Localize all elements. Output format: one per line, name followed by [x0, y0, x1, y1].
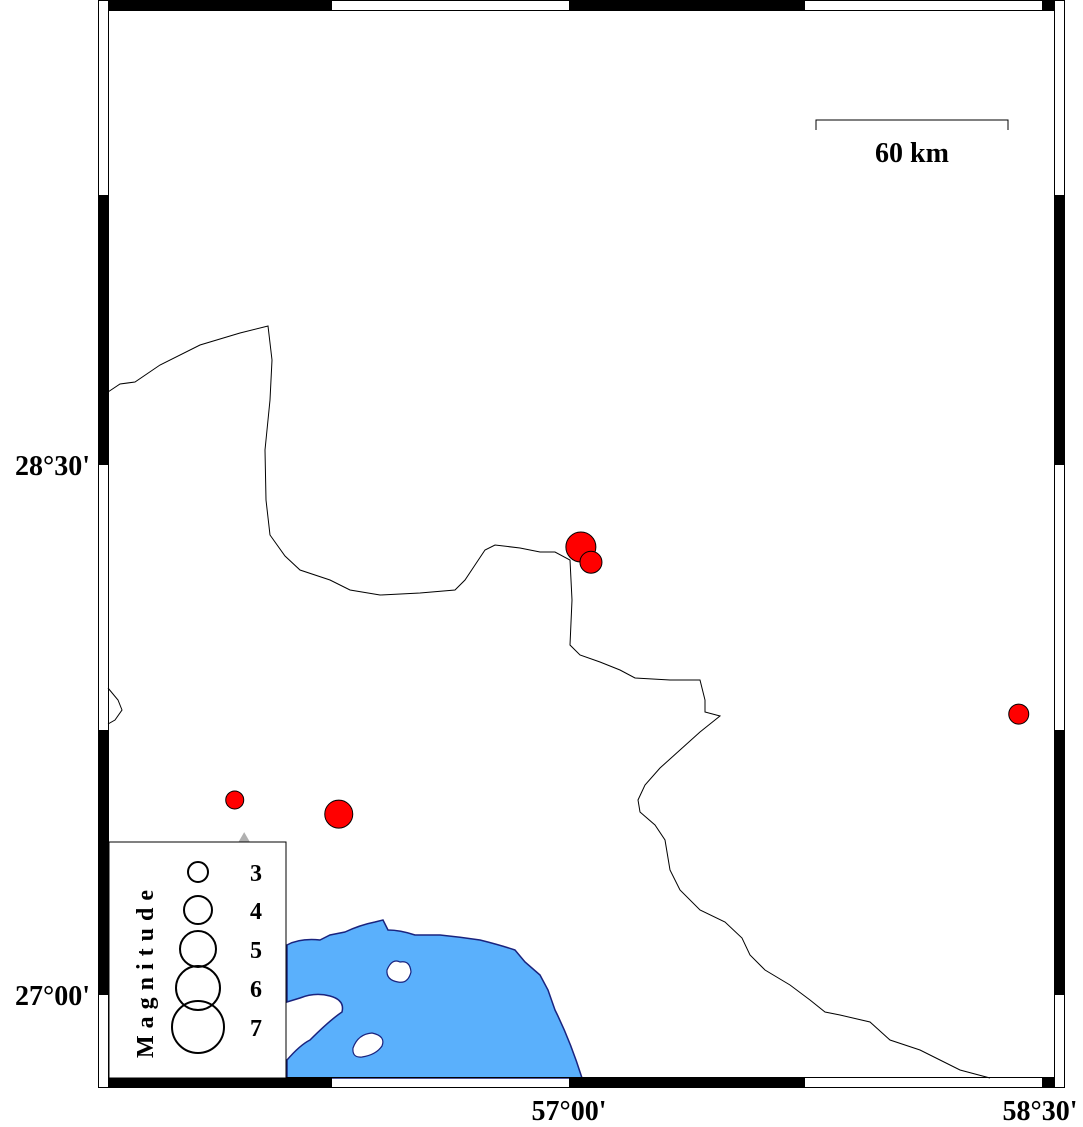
legend-circle	[175, 965, 221, 1011]
legend-circle	[183, 895, 213, 925]
earthquake-event	[579, 550, 603, 574]
lat-label-28-30: 28°30'	[15, 451, 90, 482]
lon-label-58-30: 58°30'	[1003, 1096, 1078, 1127]
map-frame	[98, 0, 1065, 1088]
border-lines	[107, 325, 991, 1079]
scale-bar: 60 km	[815, 119, 1009, 169]
legend-circle	[187, 861, 209, 883]
legend-label: 3	[250, 861, 262, 887]
sea	[286, 919, 584, 1079]
lat-label-27: 27°00'	[15, 981, 90, 1012]
earthquake-event	[225, 790, 245, 810]
lon-label-57: 57°00'	[532, 1096, 607, 1127]
scale-bar-label: 60 km	[875, 138, 949, 169]
earthquake-event	[1008, 703, 1030, 725]
legend-label: 4	[250, 899, 262, 925]
legend-label: 7	[250, 1016, 262, 1042]
magnitude-legend: Magnitude 3 4 5 6 7	[108, 841, 287, 1079]
legend-label: 6	[250, 977, 262, 1003]
earthquake-event	[324, 799, 354, 829]
legend-label: 5	[250, 938, 262, 964]
earthquake-events	[225, 531, 1030, 829]
legend-title: Magnitude	[133, 883, 159, 1058]
legend-circle	[171, 1000, 225, 1054]
